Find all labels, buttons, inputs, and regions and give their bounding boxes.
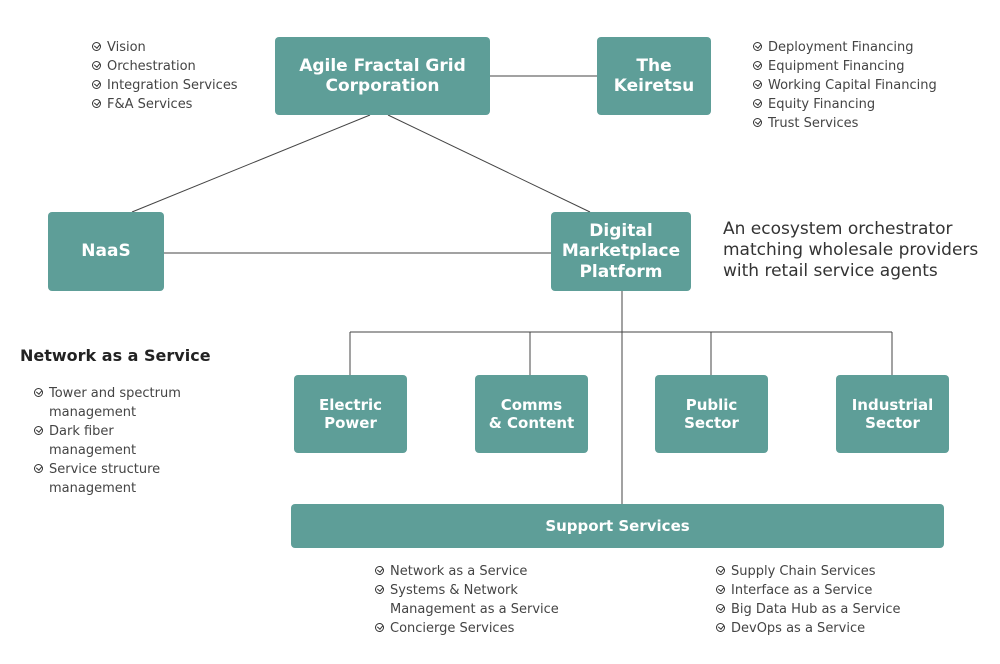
list-item: Systems & Network Management as a Servic… <box>375 581 565 619</box>
list-item: Equity Financing <box>753 95 937 114</box>
list-item: Equipment Financing <box>753 57 937 76</box>
node-keiretsu-label: The Keiretsu <box>613 55 695 96</box>
check-circle-icon <box>716 566 725 575</box>
node-public-label: Public Sector <box>684 396 739 432</box>
keiretsu-services-list: Deployment Financing Equipment Financing… <box>753 38 937 133</box>
check-circle-icon <box>375 585 384 594</box>
list-item: Big Data Hub as a Service <box>716 600 901 619</box>
line-afg-naas <box>131 114 371 213</box>
check-circle-icon <box>753 99 762 108</box>
check-circle-icon <box>92 80 101 89</box>
node-support-label: Support Services <box>545 517 690 535</box>
list-item: Network as a Service <box>375 562 565 581</box>
afg-services-list: Vision Orchestration Integration Service… <box>92 38 238 114</box>
list-item: Service structure management <box>34 460 214 498</box>
list-item: Vision <box>92 38 238 57</box>
check-circle-icon <box>34 426 43 435</box>
node-industrial-sector: Industrial Sector <box>836 375 949 453</box>
node-naas-label: NaaS <box>81 241 131 262</box>
node-support-services: Support Services <box>291 504 944 548</box>
node-afg-label: Agile Fractal Grid Corporation <box>299 55 466 96</box>
list-item: Dark fiber management <box>34 422 214 460</box>
list-item: Integration Services <box>92 76 238 95</box>
node-keiretsu: The Keiretsu <box>597 37 711 115</box>
node-dmp-label: Digital Marketplace Platform <box>561 220 681 282</box>
node-comms-label: Comms & Content <box>488 396 575 432</box>
list-item: Trust Services <box>753 114 937 133</box>
list-item: Concierge Services <box>375 619 565 638</box>
list-item: Tower and spectrum management <box>34 384 214 422</box>
support-services-list-right: Supply Chain Services Interface as a Ser… <box>716 562 901 638</box>
check-circle-icon <box>34 388 43 397</box>
list-item: Working Capital Financing <box>753 76 937 95</box>
node-electric-power: Electric Power <box>294 375 407 453</box>
check-circle-icon <box>375 566 384 575</box>
node-electric-label: Electric Power <box>318 396 383 432</box>
list-item: Interface as a Service <box>716 581 901 600</box>
check-circle-icon <box>753 61 762 70</box>
check-circle-icon <box>753 80 762 89</box>
check-circle-icon <box>716 585 725 594</box>
node-afg-corporation: Agile Fractal Grid Corporation <box>275 37 490 115</box>
node-comms-content: Comms & Content <box>475 375 588 453</box>
check-circle-icon <box>753 118 762 127</box>
list-item: Deployment Financing <box>753 38 937 57</box>
naas-section-heading: Network as a Service <box>20 346 211 365</box>
check-circle-icon <box>716 604 725 613</box>
check-circle-icon <box>716 623 725 632</box>
check-circle-icon <box>753 42 762 51</box>
list-item: Orchestration <box>92 57 238 76</box>
node-industrial-label: Industrial Sector <box>851 396 934 432</box>
check-circle-icon <box>92 99 101 108</box>
list-item: F&A Services <box>92 95 238 114</box>
line-afg-dmp <box>387 114 591 213</box>
check-circle-icon <box>92 42 101 51</box>
support-services-list-left: Network as a Service Systems & Network M… <box>375 562 565 638</box>
check-circle-icon <box>34 464 43 473</box>
node-digital-marketplace: Digital Marketplace Platform <box>551 212 691 291</box>
node-public-sector: Public Sector <box>655 375 768 453</box>
check-circle-icon <box>375 623 384 632</box>
node-naas: NaaS <box>48 212 164 291</box>
list-item: DevOps as a Service <box>716 619 901 638</box>
check-circle-icon <box>92 61 101 70</box>
naas-services-list: Tower and spectrum management Dark fiber… <box>34 384 214 498</box>
ecosystem-tagline: An ecosystem orchestrator matching whole… <box>723 219 979 281</box>
list-item: Supply Chain Services <box>716 562 901 581</box>
